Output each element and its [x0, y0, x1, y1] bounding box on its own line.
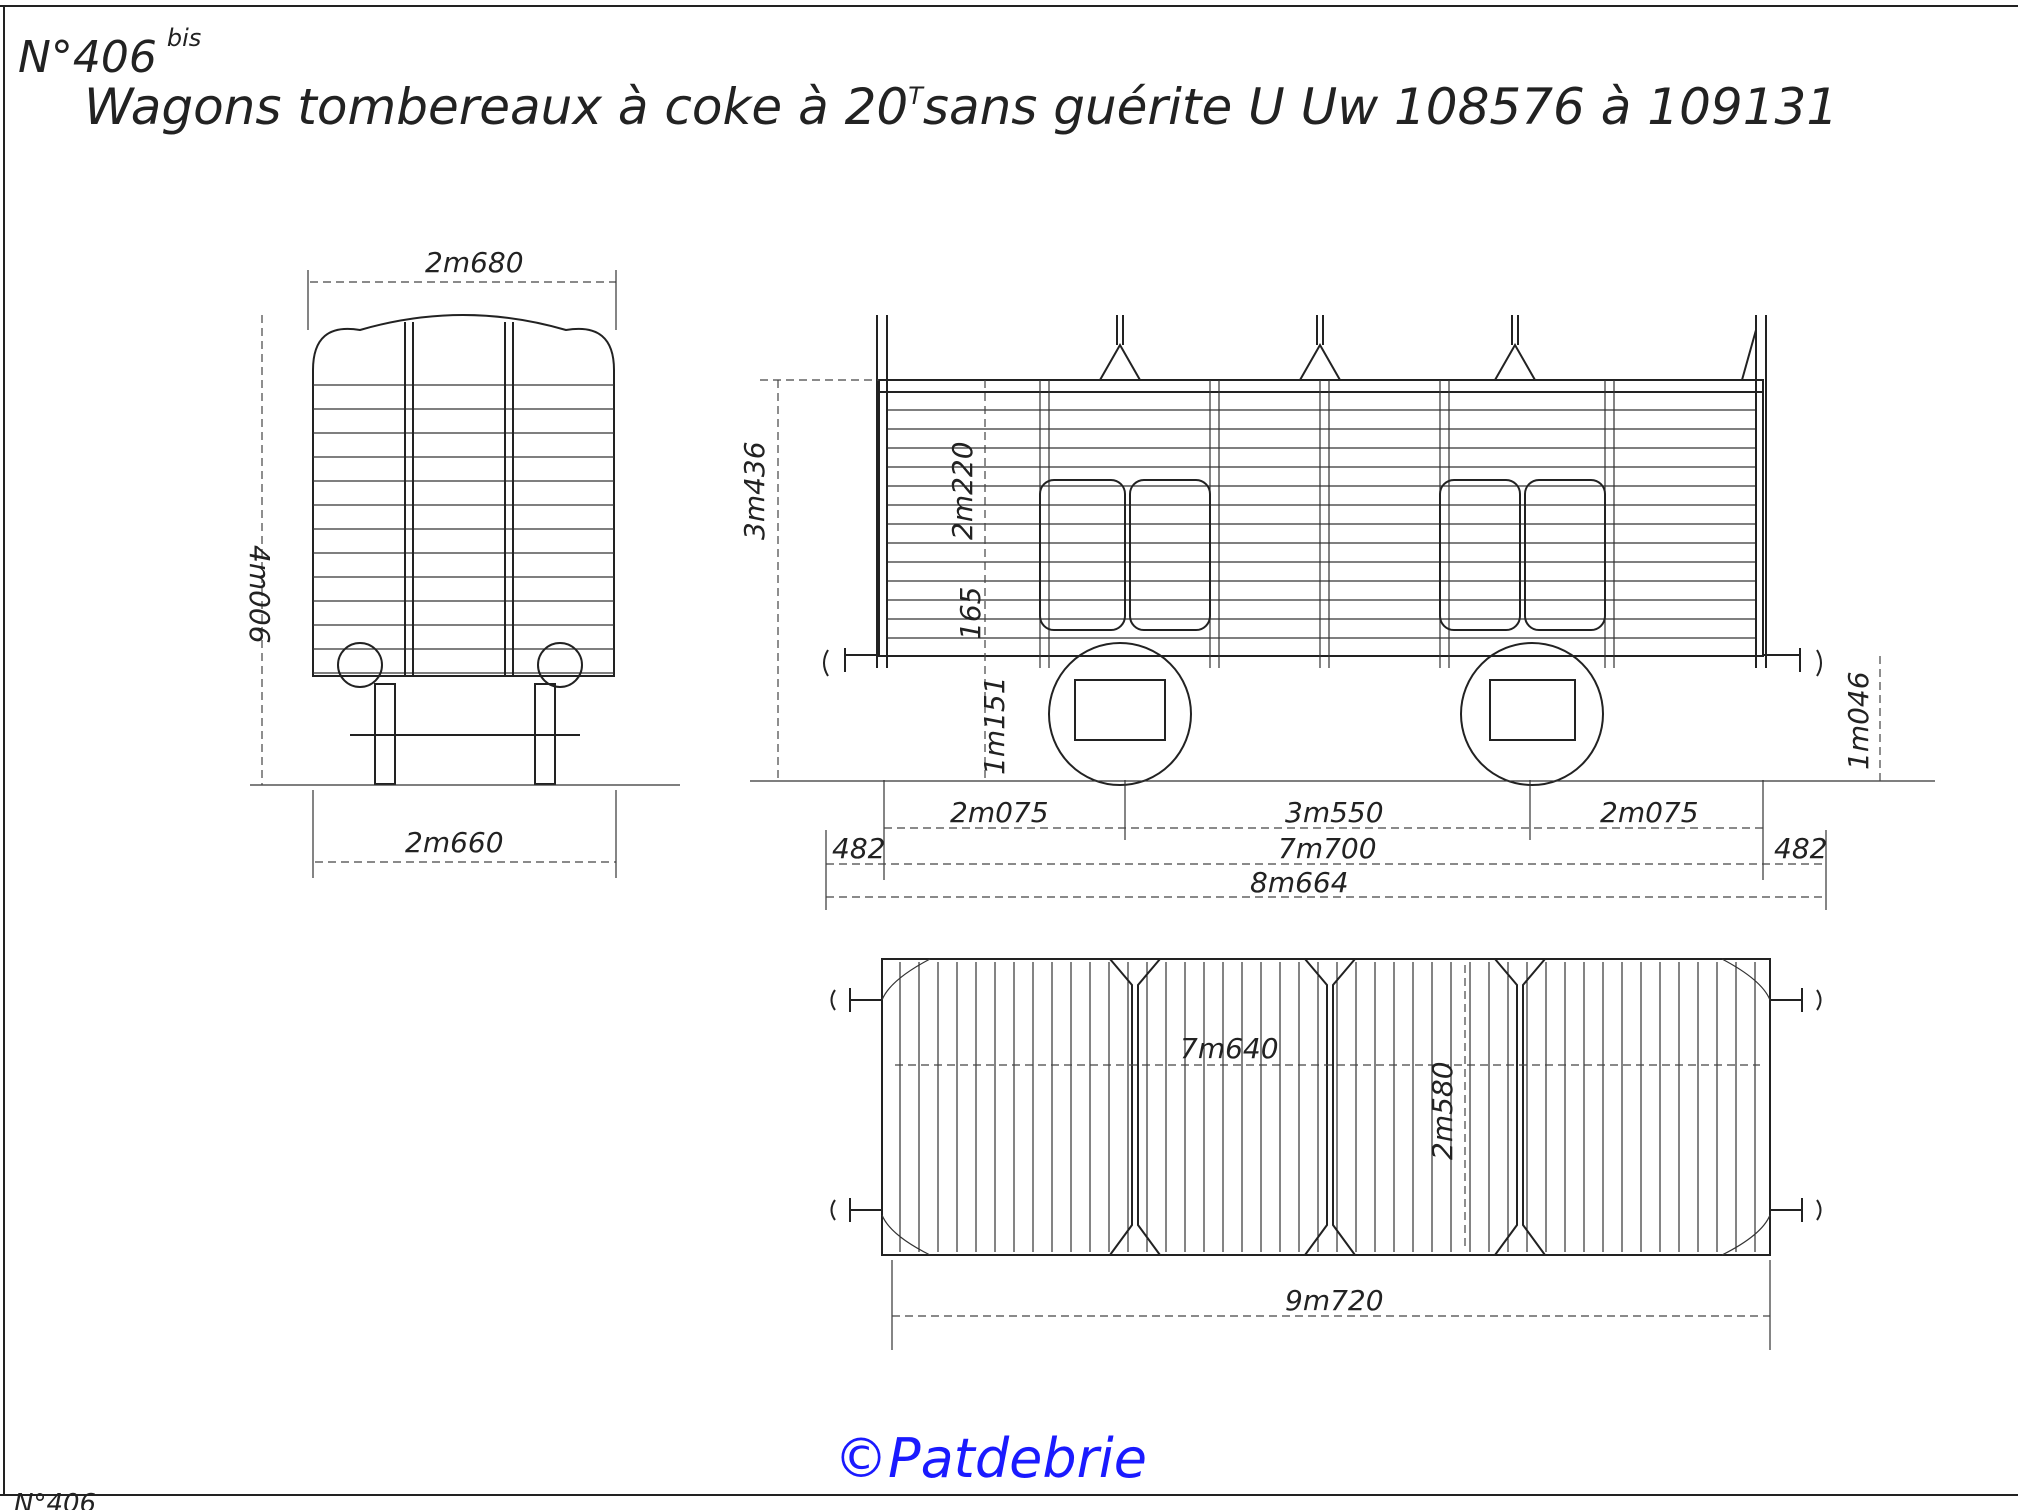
dim-overhang-left: 2m075: [950, 796, 1049, 829]
plan-inner-width: 2m580: [1426, 1061, 1459, 1160]
dim-body-length: 7m700: [1278, 832, 1377, 865]
buffer-height-left: 1m151: [978, 676, 1011, 775]
partial-plate-number: N°406: [14, 1489, 96, 1510]
side-view: 3m436 2m220 165 1m151 1m046 2m075 3m550 …: [738, 315, 1935, 910]
dim-buffer-left: 482: [832, 832, 885, 865]
plan-inner-length: 7m640: [1180, 1032, 1279, 1065]
dim-buffer-right: 482: [1774, 832, 1827, 865]
side-height-body: 2m220: [946, 441, 979, 540]
end-width-bottom: 2m660: [405, 826, 504, 859]
drawing-title: Wagons tombereaux à coke à 20Tsans guéri…: [84, 78, 1838, 136]
dim-overhang-right: 2m075: [1600, 796, 1699, 829]
dim-length-over-buffers: 8m664: [1250, 866, 1349, 899]
watermark: ©Patdebrie: [834, 1427, 1147, 1490]
plan-view: 7m640 2m580 9m720: [830, 958, 1822, 1350]
side-height-total: 3m436: [738, 441, 771, 540]
end-width-top: 2m680: [425, 246, 524, 279]
side-small-dim: 165: [954, 587, 987, 640]
buffer-height-right: 1m046: [1842, 671, 1875, 770]
plan-overall-length: 9m720: [1285, 1284, 1384, 1317]
end-height: 4m006: [243, 545, 276, 644]
end-view: 2m680 2m660 4m006: [243, 246, 680, 878]
dim-wheelbase: 3m550: [1285, 796, 1384, 829]
